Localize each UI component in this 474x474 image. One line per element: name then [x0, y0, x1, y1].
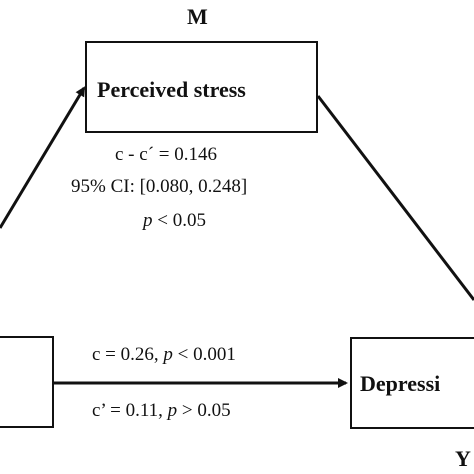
outcome-letter: Y [455, 446, 471, 471]
indirect-effect-p: p < 0.05 [143, 210, 206, 232]
indirect-effect-estimate: c - c´ = 0.146 [115, 144, 217, 165]
arrow-m-to-y [316, 95, 474, 301]
arrow-x-to-m [0, 86, 86, 229]
total-p-value: < 0.001 [172, 344, 236, 365]
outcome-box: Depressi [350, 337, 474, 429]
predictor-box [0, 336, 54, 428]
indirect-effect-ci: 95% CI: [0.080, 0.248] [71, 176, 248, 197]
total-effect-coef: c = 0.26, [92, 344, 164, 365]
outcome-label: Depressi [360, 371, 441, 396]
indirect-p-symbol: p [143, 210, 153, 231]
direct-p-symbol: p [167, 400, 178, 421]
total-effect: c = 0.26, p < 0.001 [92, 344, 236, 366]
direct-p-value: > 0.05 [177, 400, 231, 421]
mediator-letter: M [187, 4, 208, 29]
direct-effect: c’ = 0.11, p > 0.05 [92, 400, 231, 422]
mediator-box: Perceived stress [85, 41, 318, 133]
direct-effect-coef: c’ = 0.11, [92, 400, 168, 421]
indirect-p-value: < 0.05 [152, 210, 206, 231]
mediator-label: Perceived stress [97, 77, 246, 102]
total-p-symbol: p [163, 344, 173, 365]
